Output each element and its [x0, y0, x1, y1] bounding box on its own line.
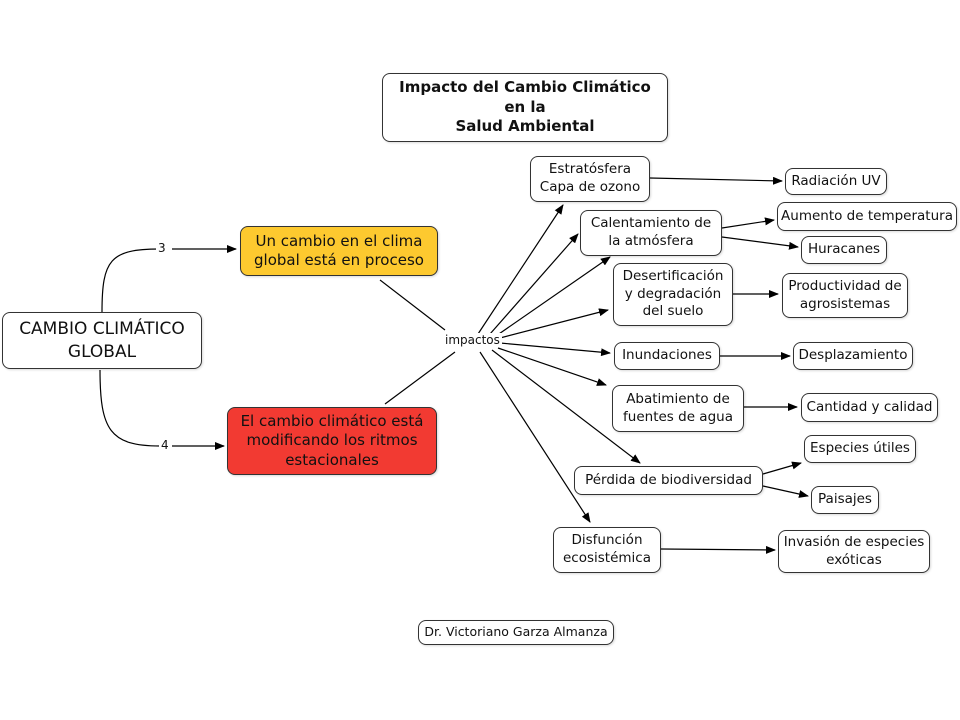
connector-impact-6-effect-1 — [762, 461, 802, 475]
impact-node-biodiversidad: Pérdida de biodiversidad — [574, 466, 763, 495]
root-node: CAMBIO CLIMÁTICO GLOBAL — [2, 312, 202, 369]
connector-impact-6-effect-2 — [762, 485, 809, 498]
connector-hub-to-impact-6 — [497, 347, 607, 386]
effect-node-cantidad-calidad: Cantidad y calidad — [801, 393, 938, 422]
effect-node-radiacion-uv: Radiación UV — [785, 168, 887, 195]
effect-node-productividad: Productividad de agrosistemas — [782, 273, 908, 318]
connector-hub-to-impact-1 — [477, 204, 564, 335]
connector-hub-to-impact-2 — [489, 233, 579, 335]
connector-root-to-branch-2 — [99, 369, 161, 447]
connector-impact-2-effect-2 — [721, 236, 799, 250]
effect-node-aumento-temperatura: Aumento de temperatura — [777, 202, 957, 231]
connector-impact-7-effect-1 — [660, 545, 776, 554]
connector-hub-to-impact-7 — [491, 349, 641, 464]
connector-impact-1-effect-1 — [649, 176, 783, 185]
impact-node-calentamiento: Calentamiento de la atmósfera — [580, 210, 722, 256]
connector-impact-2-effect-1 — [721, 217, 775, 229]
connector-branch-2-to-hub — [384, 351, 456, 405]
impact-node-disfuncion: Disfunción ecosistémica — [553, 527, 661, 573]
effect-node-huracanes: Huracanes — [801, 236, 887, 264]
effect-node-desplazamiento: Desplazamiento — [793, 342, 913, 370]
connector-branch-1-to-hub — [379, 279, 446, 331]
connector-hub-to-impact-5 — [499, 342, 611, 357]
impact-node-estratosfera: Estratósfera Capa de ozono — [530, 156, 650, 202]
impact-node-abatimiento: Abatimiento de fuentes de agua — [612, 385, 744, 432]
link-label-branch-1: 3 — [156, 241, 168, 255]
connector-hub-to-impact-3 — [495, 256, 611, 337]
effect-node-invasion-especies: Invasión de especies exóticas — [778, 530, 930, 573]
effect-node-especies-utiles: Especies útiles — [804, 435, 916, 463]
effect-node-paisajes: Paisajes — [811, 486, 879, 514]
branch-node-yellow: Un cambio en el clima global está en pro… — [240, 226, 438, 276]
author-credit: Dr. Victoriano Garza Almanza — [418, 620, 614, 645]
branch-node-red: El cambio climático está modificando los… — [227, 407, 437, 475]
connector-hub-to-impact-4 — [499, 308, 609, 339]
impact-node-inundaciones: Inundaciones — [614, 342, 720, 370]
hub-label-impactos: impactos — [443, 333, 502, 347]
link-label-branch-2: 4 — [159, 438, 171, 452]
diagram-title: Impacto del Cambio Climático en la Salud… — [382, 73, 668, 142]
impact-node-desertificacion: Desertificación y degradación del suelo — [613, 263, 733, 326]
connector-hub-to-impact-8 — [479, 351, 591, 523]
connector-root-to-branch-1 — [101, 248, 161, 313]
